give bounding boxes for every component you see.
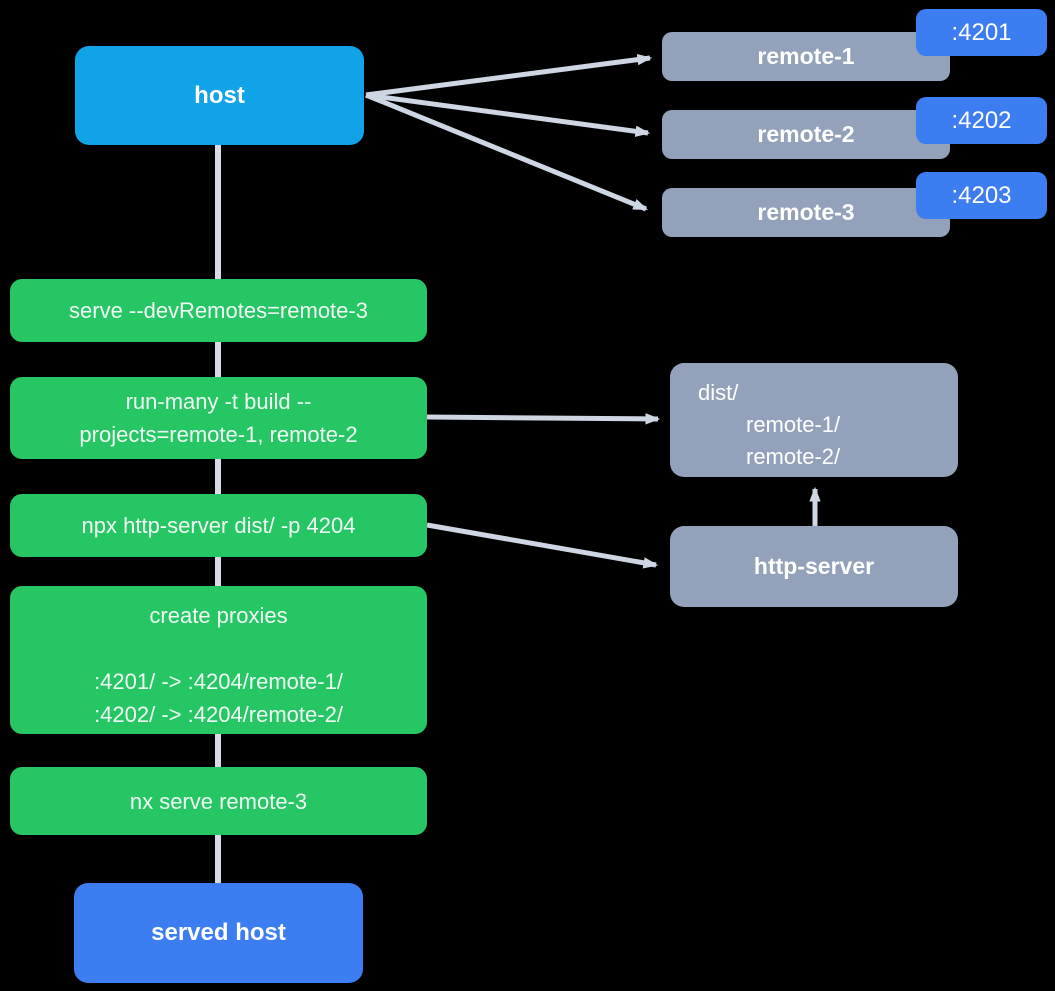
command-nx-serve-remote-3-text: nx serve remote-3 <box>129 788 308 814</box>
command-npx-http-server-text: npx http-server dist/ -p 4204 <box>81 513 356 538</box>
remote-3-node: remote-3 <box>662 188 950 237</box>
remote-2-label: remote-2 <box>757 121 855 147</box>
http-server-node: http-server <box>670 526 958 607</box>
dist-folder-remote-1: remote-1/ <box>746 412 841 437</box>
command-serve-dev-remotes: serve --devRemotes=remote-3 <box>10 279 427 342</box>
served-host-node: served host <box>74 883 363 983</box>
remote-1-label: remote-1 <box>757 43 855 69</box>
remote-1-node: remote-1 <box>662 32 950 81</box>
edge-host-remote-2 <box>365 92 651 137</box>
dist-folder-root: dist/ <box>698 380 739 405</box>
served-host-label: served host <box>151 919 286 946</box>
http-server-label: http-server <box>753 553 875 579</box>
edge-host-remote-1 <box>365 53 653 98</box>
command-run-many-build: run-many -t build -- projects=remote-1, … <box>10 377 427 459</box>
port-badge-4203-label: :4203 <box>951 181 1012 209</box>
port-badge-4201-label: :4201 <box>951 18 1012 46</box>
port-badge-4202: :4202 <box>916 97 1047 144</box>
command-npx-http-server: npx http-server dist/ -p 4204 <box>10 494 427 557</box>
command-nx-serve-remote-3: nx serve remote-3 <box>10 767 427 835</box>
command-run-many-build-line-2: projects=remote-1, remote-2 <box>79 422 358 447</box>
port-badge-4201: :4201 <box>916 9 1047 56</box>
dist-folder-remote-2: remote-2/ <box>746 444 841 469</box>
command-create-proxies: create proxies :4201/ -> :4204/remote-1/… <box>10 586 427 734</box>
port-badge-4203: :4203 <box>916 172 1047 219</box>
host-node: host <box>75 46 364 145</box>
edge-run-many-dist <box>426 413 661 425</box>
host-label: host <box>194 81 245 109</box>
command-run-many-build-line-1: run-many -t build -- <box>125 389 312 414</box>
dist-folder-node: dist/ remote-1/ remote-2/ <box>670 363 958 477</box>
command-create-proxies-mapping-2: :4202/ -> :4204/remote-2/ <box>94 702 343 727</box>
edge-host-remote-3 <box>365 92 649 212</box>
command-create-proxies-mapping-1: :4201/ -> :4204/remote-1/ <box>94 669 343 694</box>
command-create-proxies-title: create proxies <box>149 603 288 628</box>
remote-2-node: remote-2 <box>662 110 950 159</box>
remote-3-label: remote-3 <box>757 199 855 225</box>
edge-npx-http-server <box>426 522 659 569</box>
port-badge-4202-label: :4202 <box>951 106 1012 134</box>
command-serve-dev-remotes-text: serve --devRemotes=remote-3 <box>69 298 368 323</box>
